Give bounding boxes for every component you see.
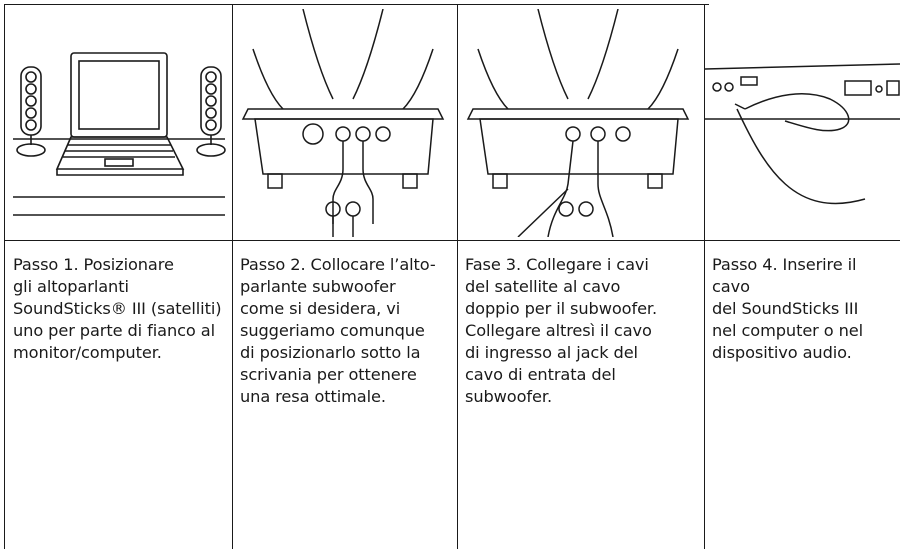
step-3-text: Fase 3. Collegare i cavi del satellite a… xyxy=(465,255,658,406)
column-divider xyxy=(457,4,458,549)
subwoofer-cable-illustration xyxy=(233,9,456,237)
step-1-text: Passo 1. Posizionare gli altoparlanti So… xyxy=(13,255,222,362)
computer-plug-illustration xyxy=(705,9,900,237)
satellite-cable-illustration xyxy=(458,9,703,237)
speaker-icon xyxy=(16,66,46,157)
row-divider xyxy=(4,240,900,241)
column-divider xyxy=(4,4,5,549)
top-border xyxy=(4,4,709,5)
step-2-text: Passo 2. Collocare l’alto- parlante subw… xyxy=(240,255,436,406)
laptop-icon xyxy=(55,52,185,176)
column-divider xyxy=(704,4,705,549)
speaker-icon xyxy=(196,66,226,157)
instruction-table: Passo 1. Posizionare gli altoparlanti So… xyxy=(4,4,900,549)
desk-setup-illustration xyxy=(5,9,231,237)
column-divider xyxy=(232,4,233,549)
step-4-text: Passo 4. Inserire il cavo del SoundStick… xyxy=(712,255,864,362)
